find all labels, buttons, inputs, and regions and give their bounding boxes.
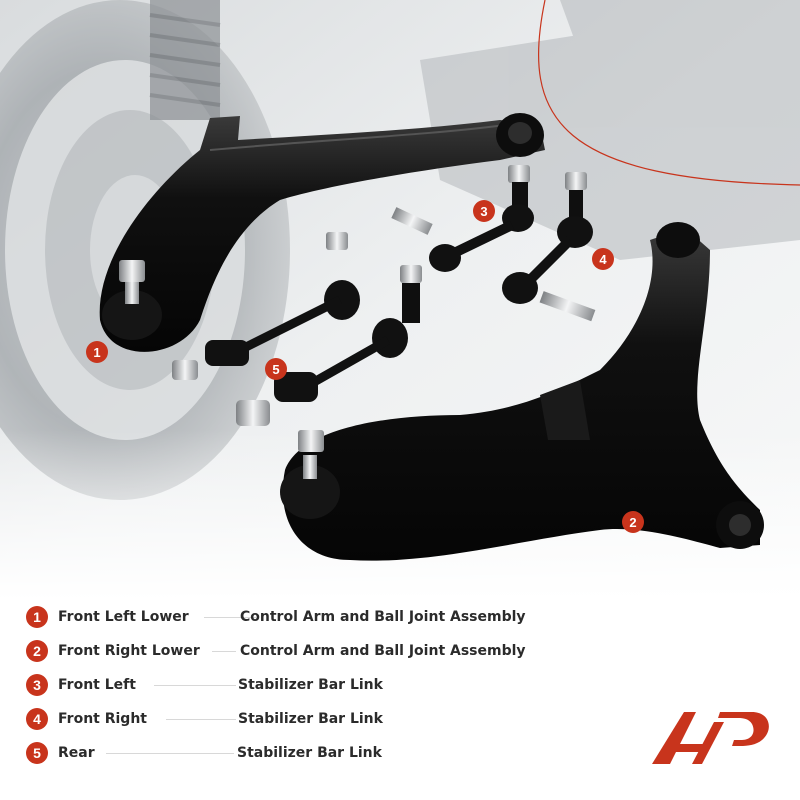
callout-5: 5 [265,358,287,380]
legend-leader-4 [166,719,236,720]
callout-5-label: 5 [272,362,279,377]
legend-badge-1: 1 [26,606,48,628]
callout-2-label: 2 [629,515,636,530]
callout-1-label: 1 [93,345,100,360]
accent-line [538,0,800,186]
legend-badge-2: 2 [26,640,48,662]
coil-spring-background [149,0,221,120]
legend-badge-5: 5 [26,742,48,764]
legend-badge-3: 3 [26,674,48,696]
callout-1: 1 [86,341,108,363]
callout-3-label: 3 [480,204,487,219]
legend-row-5: 5 Rear Stabilizer Bar Link [26,740,546,766]
callout-4: 4 [592,248,614,270]
legend-leader-3 [154,685,236,686]
rear-stabilizer-link-b [236,265,422,426]
legend-part-3: Stabilizer Bar Link [238,677,383,693]
legend-leader-1 [204,617,256,618]
legend-position-5: Rear [58,745,95,761]
legend-part-2: Control Arm and Ball Joint Assembly [240,643,526,659]
legend-position-3: Front Left [58,677,136,693]
legend-position-4: Front Right [58,711,147,727]
legend-part-4: Stabilizer Bar Link [238,711,383,727]
legend-part-5: Stabilizer Bar Link [237,745,382,761]
legend-position-2: Front Right Lower [58,643,200,659]
legend-row-1: 1 Front Left Lower Control Arm and Ball … [26,604,546,630]
legend-row-4: 4 Front Right Stabilizer Bar Link [26,706,546,732]
callout-2: 2 [622,511,644,533]
front-right-stabilizer-link [502,172,596,322]
a-premium-logo-icon [648,708,774,766]
callout-4-label: 4 [599,252,607,267]
front-left-control-arm [99,113,546,352]
callout-3: 3 [473,200,495,222]
legend-position-1: Front Left Lower [58,609,189,625]
legend-part-1: Control Arm and Ball Joint Assembly [240,609,526,625]
front-left-stabilizer-link [391,165,534,272]
legend-badge-4: 4 [26,708,48,730]
legend-leader-5 [106,753,234,754]
rear-stabilizer-link-a [172,232,360,380]
legend-leader-2 [212,651,236,652]
product-photo: 1 2 3 4 5 [0,0,800,600]
front-right-control-arm [280,222,764,561]
legend-row-3: 3 Front Left Stabilizer Bar Link [26,672,546,698]
legend-row-2: 2 Front Right Lower Control Arm and Ball… [26,638,546,664]
